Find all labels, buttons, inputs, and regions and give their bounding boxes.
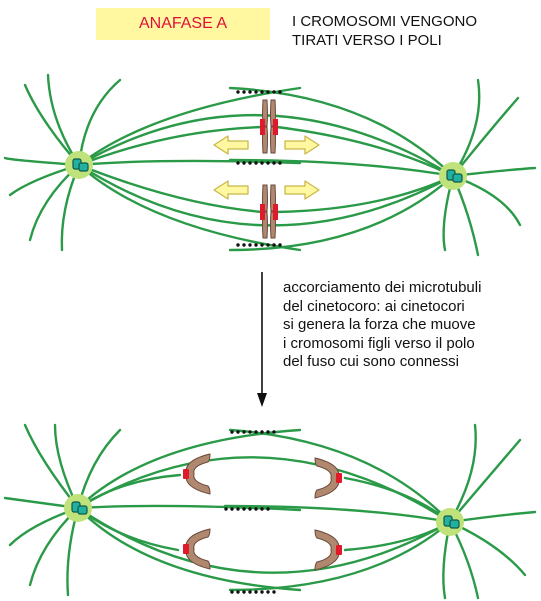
centrosome-icon — [436, 508, 464, 536]
kinetochore-icon — [273, 119, 278, 135]
chromosome-icon — [315, 458, 342, 498]
force-arrow-icon — [214, 181, 248, 199]
force-arrow-icon — [285, 136, 319, 154]
kinetochore-icon — [260, 119, 265, 135]
force-arrow-icon — [214, 136, 248, 154]
kinetochore-icon — [260, 204, 265, 220]
overlap-beads — [230, 590, 275, 593]
chromosome-icon — [260, 185, 278, 238]
chromosome-icon — [183, 454, 210, 494]
force-arrow-icon — [285, 181, 319, 199]
centrosome-icon — [64, 494, 92, 522]
process-arrow-icon — [257, 272, 267, 407]
chromosome-icon — [183, 529, 210, 569]
centrosome-icon — [65, 151, 93, 179]
chromosome-icon — [315, 530, 342, 570]
centrosome-icon — [439, 162, 467, 190]
kinetochore-icon — [273, 204, 278, 220]
chromosome-icon — [260, 100, 278, 153]
